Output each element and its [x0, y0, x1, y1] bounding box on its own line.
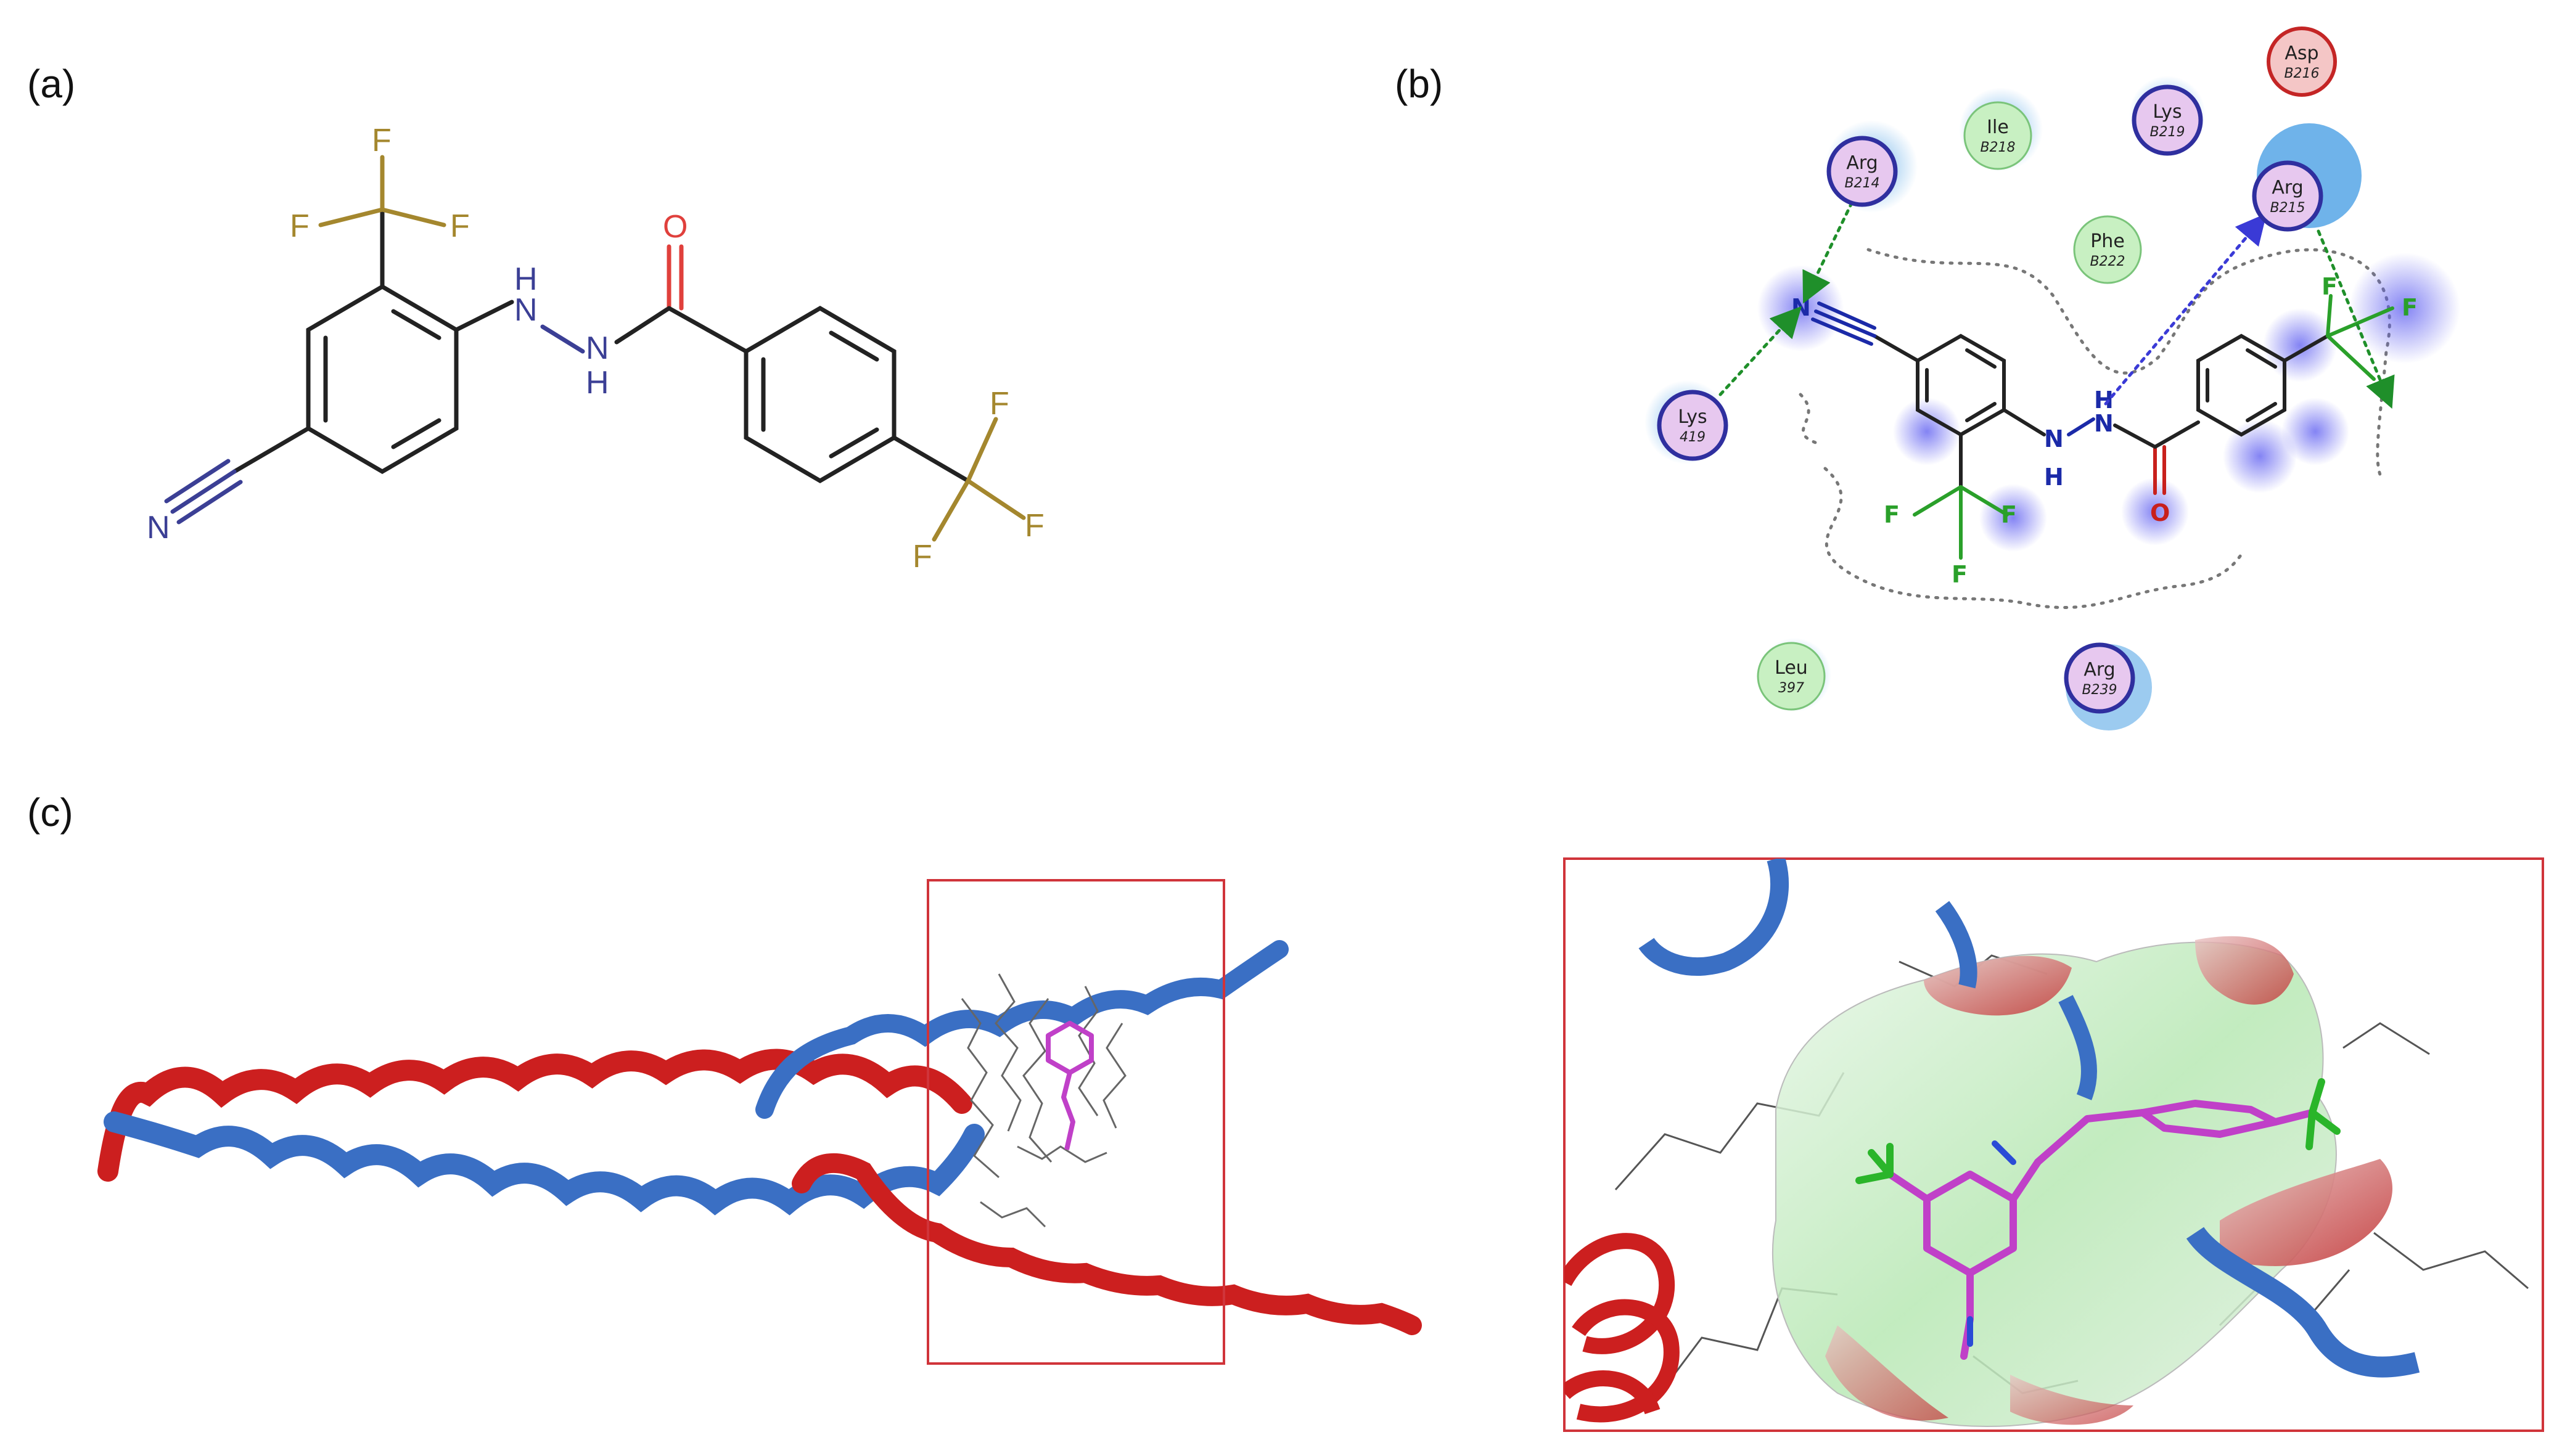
panel-a: (a)	[27, 62, 1045, 575]
ib-atom-f-r1: F	[2322, 273, 2338, 300]
panel-label-c: (c)	[27, 790, 73, 835]
structure-atom-labels: F F F H N N H O F F F N	[147, 123, 1045, 575]
helix-blue-upper	[755, 940, 1289, 1119]
atom-f-b3: F	[913, 539, 932, 575]
residue-number: B214	[1844, 176, 1879, 191]
residue-name: Arg	[2084, 659, 2115, 681]
ib-atom-h-right: H	[2094, 386, 2114, 414]
residues: Asp B216 Ile B218 Lys B219 Arg B214 Arg	[1657, 27, 2337, 714]
residue-name: Lys	[1678, 406, 1707, 428]
residue-name: Lys	[2153, 101, 2182, 123]
atom-f-b1: F	[990, 386, 1009, 422]
residue-number: B218	[1980, 140, 2015, 155]
residue-number: B219	[2149, 125, 2185, 140]
residue-number: 419	[1680, 430, 1706, 445]
residue-number: B216	[2284, 66, 2319, 81]
residue-name: Arg	[2272, 177, 2303, 198]
atom-n-lower: N	[586, 330, 609, 366]
protein-ribbons	[97, 940, 1422, 1335]
residue-name: Phe	[2090, 231, 2125, 252]
atom-f-top: F	[372, 123, 392, 158]
binding-site-sticks	[961, 973, 1127, 1228]
residue-arg-b239: Arg B239	[2064, 642, 2135, 714]
interaction-ligand-bonds	[1811, 294, 2394, 560]
ib-atom-f-r2: F	[2402, 294, 2418, 321]
atom-h-lower: H	[586, 365, 609, 401]
ib-atom-n-left: N	[2044, 425, 2064, 452]
atom-f-right: F	[450, 208, 470, 244]
ib-atom-h-left: H	[2044, 464, 2064, 491]
residue-name: Leu	[1775, 657, 1808, 679]
residue-ile-b218: Ile B218	[1963, 101, 2032, 170]
helix-blue-lower	[104, 1111, 985, 1216]
ligand-sticks-zoom	[1855, 1078, 2341, 1360]
ligand-sticks-overview	[1046, 1021, 1094, 1150]
atom-n-upper: N	[514, 292, 538, 328]
helix-red-upper	[97, 1049, 972, 1182]
residue-lys-b219: Lys B219	[2132, 84, 2203, 156]
residue-lys-419: Lys 419	[1657, 390, 1728, 461]
atom-h-upper: H	[514, 261, 538, 297]
helix-red-lower	[792, 1153, 1422, 1335]
ib-atom-f-cf3-right: F	[2001, 501, 2017, 528]
panel-b: (b)	[1395, 27, 2460, 730]
residue-phe-b222: Phe B222	[2073, 215, 2142, 284]
residue-number: 397	[1778, 681, 1804, 696]
atom-n-nitrile: N	[147, 510, 170, 546]
residue-asp-b216: Asp B216	[2267, 27, 2337, 97]
residue-arg-b214: Arg B214	[1826, 136, 1898, 207]
atom-o: O	[663, 209, 688, 245]
structure-bonds	[164, 155, 1026, 542]
residue-name: Arg	[1846, 152, 1878, 174]
panel-c: (c)	[27, 790, 2544, 1432]
ib-atom-o: O	[2150, 499, 2170, 526]
ib-atom-f-cf3-left: F	[1884, 501, 1900, 528]
atom-f-b2: F	[1025, 508, 1045, 544]
ib-atom-n-nitrile: N	[1791, 294, 1811, 321]
interaction-lines	[1718, 192, 2395, 409]
atom-f-left: F	[290, 208, 310, 244]
ib-atom-n-right: N	[2094, 410, 2114, 437]
residue-name: Asp	[2285, 43, 2318, 64]
zoom-view	[1563, 857, 2544, 1432]
residue-number: B215	[2270, 200, 2305, 216]
residue-arg-b215: Arg B215	[2252, 160, 2323, 232]
residue-leu-397: Leu 397	[1757, 642, 1826, 711]
zoom-region-box	[927, 879, 1225, 1365]
panel-label-a: (a)	[27, 62, 75, 106]
residue-name: Ile	[1987, 117, 2009, 138]
panel-label-b: (b)	[1395, 62, 1443, 106]
residue-number: B222	[2090, 254, 2125, 269]
residue-number: B239	[2082, 682, 2117, 698]
ib-atom-f-cf3-bottom: F	[1952, 561, 1968, 588]
